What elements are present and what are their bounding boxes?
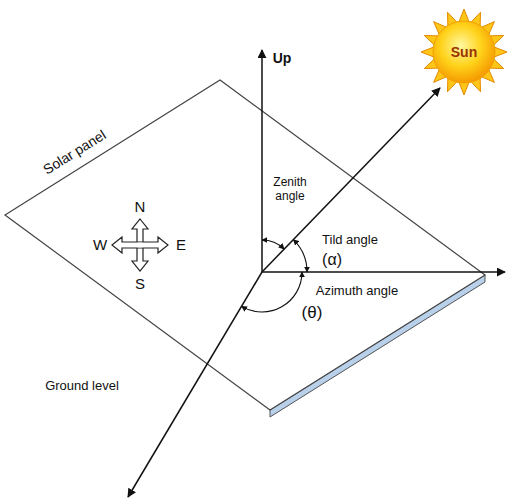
compass-arrow (112, 237, 168, 253)
sun-circle: Sun (433, 21, 495, 83)
axis-label: Ground level (45, 379, 119, 394)
compass-letter: S (135, 275, 145, 292)
angle-symbol: (α) (322, 251, 342, 269)
compass-center (138, 243, 143, 248)
axis-label: Up (273, 50, 292, 66)
east-axis (262, 271, 505, 273)
sun-ray (262, 88, 440, 272)
tilt-arc (293, 240, 307, 272)
angle-label: Zenith angle (267, 176, 313, 204)
angle-symbol: (θ) (302, 303, 323, 323)
compass-letter: W (93, 236, 107, 253)
compass-letter: E (176, 236, 186, 253)
zenith-arc (262, 240, 284, 249)
sun-label: Sun (451, 44, 477, 60)
azimuth-arc (242, 272, 303, 312)
angle-label: Azimuth angle (316, 284, 398, 299)
ground-axis (128, 272, 262, 497)
solar-panel (5, 80, 485, 410)
compass-letter: N (135, 198, 146, 215)
up-axis (261, 50, 263, 272)
angle-label: Tild angle (322, 233, 378, 248)
